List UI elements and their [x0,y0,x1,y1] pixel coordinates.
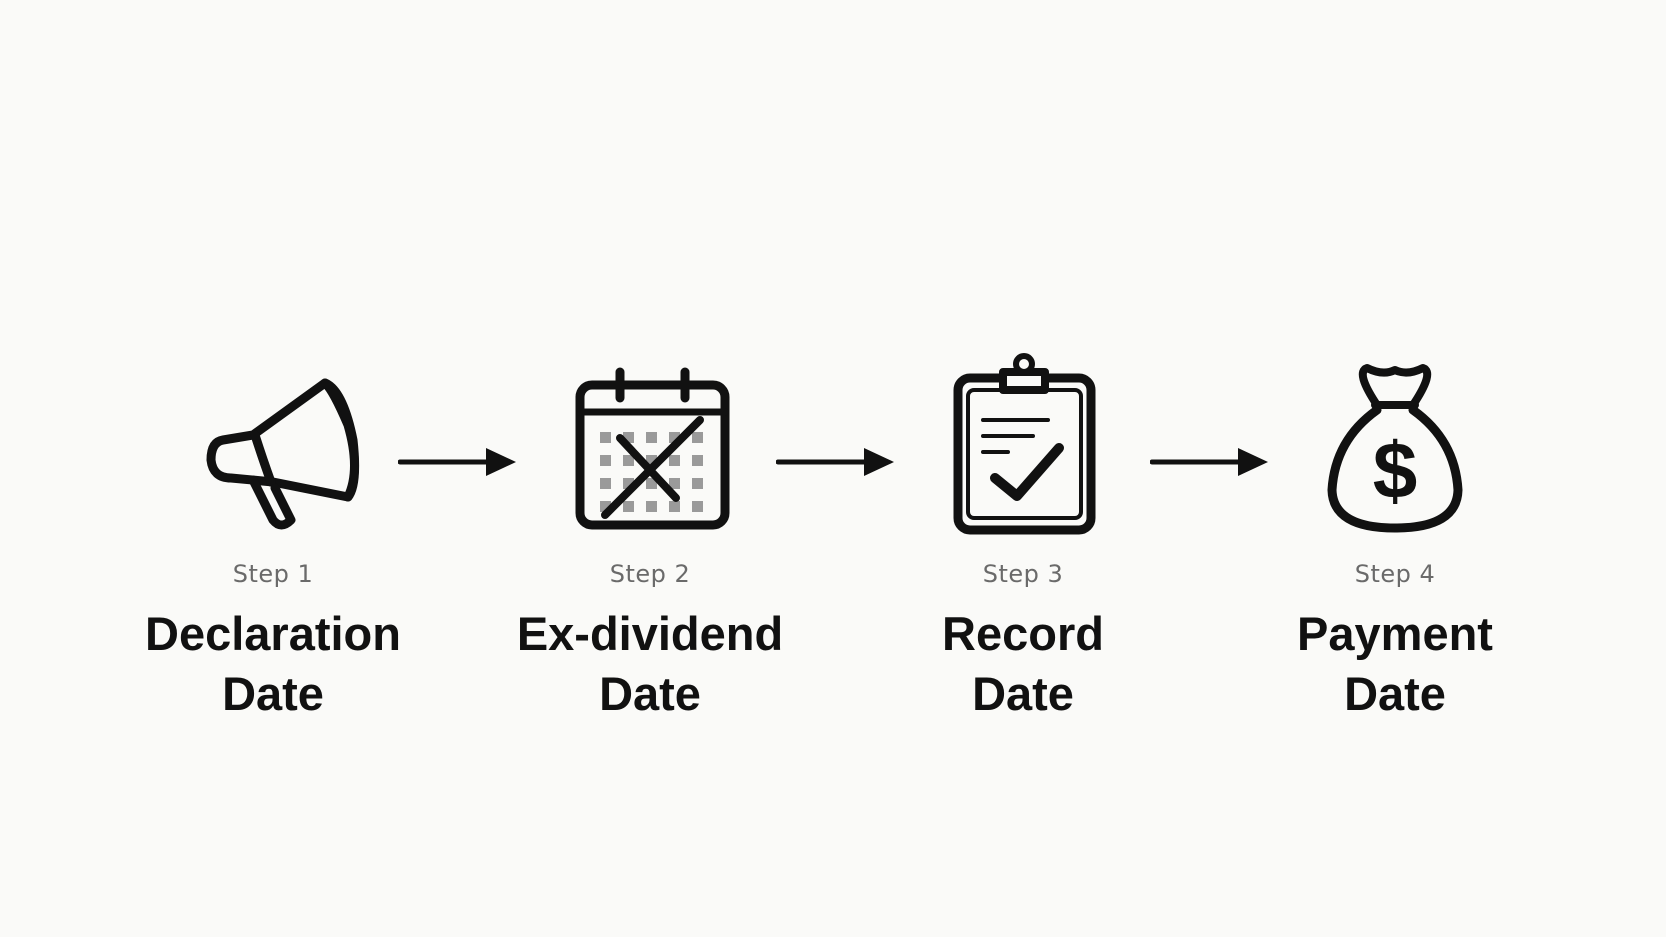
step-title-line1: Payment [1297,607,1493,660]
calendar-x-icon [560,350,740,540]
step-title-line2: Date [599,667,701,720]
step-title: Declaration Date [103,604,443,724]
clipboard-check-icon [933,350,1113,540]
step-number-label: Step 4 [1354,560,1436,588]
step-number-label: Step 2 [609,560,691,588]
step-declaration: Step 1 Declaration Date [103,0,443,937]
step-title-line1: Record [942,607,1104,660]
step-number-label: Step 3 [982,560,1064,588]
step-title-line2: Date [972,667,1074,720]
step-title-line2: Date [1344,667,1446,720]
step-title-line1: Ex-dividend [516,607,784,660]
arrow-right-icon [398,445,518,479]
step-title-line1: Declaration [145,607,401,660]
step-title: Ex-dividend Date [480,604,820,724]
arrow-right-icon [776,445,896,479]
svg-text:$: $ [1373,426,1418,515]
step-record: Step 3 Record Date [853,0,1193,937]
step-title: Payment Date [1225,604,1565,724]
money-bag-icon: $ [1305,350,1485,540]
step-number-label: Step 1 [232,560,314,588]
arrow-right-icon [1150,445,1270,479]
step-ex-dividend: Step 2 Ex-dividend Date [480,0,820,937]
step-title: Record Date [853,604,1193,724]
step-title-line2: Date [222,667,324,720]
step-payment: $ Step 4 Payment Date [1225,0,1565,937]
megaphone-icon [183,350,363,540]
